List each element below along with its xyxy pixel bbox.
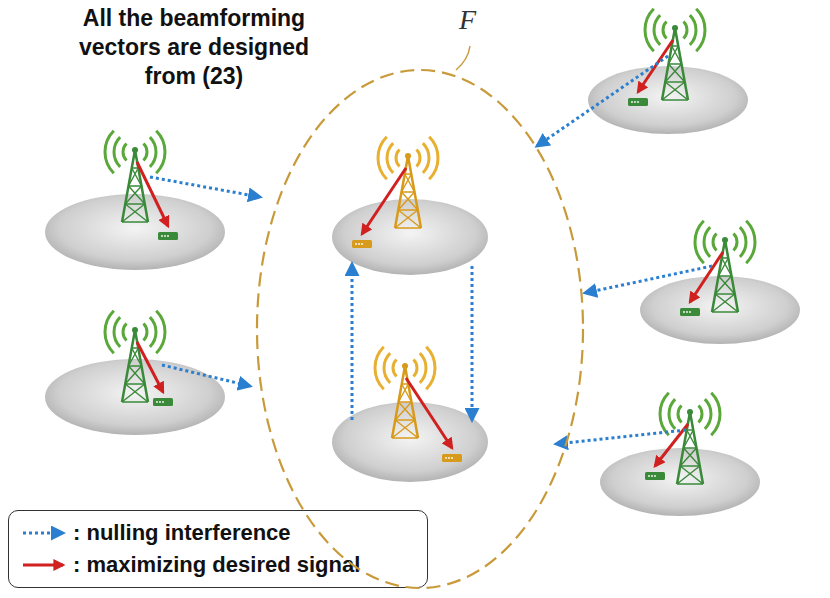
legend-text: : nulling interference <box>73 520 291 546</box>
cell-area <box>588 66 748 134</box>
signal-arrow <box>638 40 673 92</box>
user-router <box>645 472 665 480</box>
interference-arrow <box>585 266 712 293</box>
dashed-outline <box>255 68 585 590</box>
cell-area <box>332 402 488 482</box>
user-router <box>158 232 178 240</box>
leader-line <box>456 46 470 70</box>
base-station-tower <box>378 137 438 228</box>
cell-area <box>45 359 225 435</box>
region-ellipse: F <box>255 68 585 590</box>
interference-arrow <box>162 365 250 386</box>
legend-line-sample <box>19 555 69 575</box>
interference-arrow <box>471 266 474 420</box>
signal-arrow <box>137 162 168 226</box>
base-station-tower <box>105 131 165 222</box>
base-station-tower <box>375 347 435 438</box>
legend-line-sample <box>19 523 69 543</box>
region-label: F <box>459 4 476 36</box>
legend-text: : maximizing desired signal <box>73 552 360 578</box>
signal-arrow <box>362 168 406 234</box>
user-router <box>628 98 648 106</box>
interference-arrow <box>537 56 668 146</box>
cell-area <box>640 276 800 344</box>
base-station-tower <box>105 311 165 402</box>
title-text: All the beamforming vectors are designed… <box>63 4 325 90</box>
user-router <box>352 240 372 248</box>
signal-arrow <box>406 378 452 448</box>
interference-arrow <box>556 430 686 444</box>
user-router <box>153 398 173 406</box>
legend-box: : nulling interference : maximizing desir… <box>8 510 428 588</box>
cell-area <box>600 448 760 516</box>
base-station-tower <box>660 393 720 484</box>
user-router <box>680 308 700 316</box>
interference-arrow <box>150 177 260 197</box>
interference-arrow <box>351 264 354 420</box>
base-station-tower <box>645 9 705 100</box>
user-router <box>442 454 462 462</box>
cell-area <box>45 194 225 270</box>
signal-arrow <box>690 252 723 302</box>
signal-arrow <box>137 342 163 392</box>
